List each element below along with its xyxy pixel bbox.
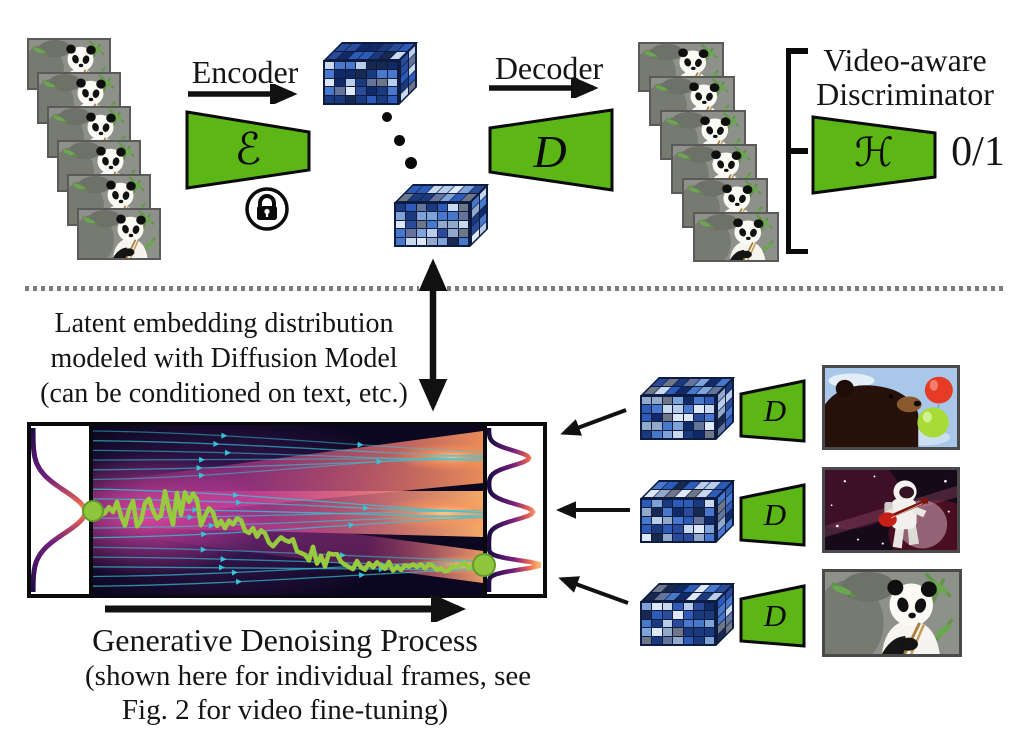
ellipsis-dot: [382, 112, 392, 122]
latent-cube: [323, 42, 418, 105]
sample-image-astronaut-with-guitar: [822, 467, 960, 553]
decoder-block-small-2: [739, 483, 807, 547]
decoder-block-small-3: [739, 584, 807, 648]
ellipsis-dot: [405, 157, 417, 169]
encoder-block: [185, 108, 311, 192]
decoder-block: [488, 108, 614, 192]
lock-icon: [245, 187, 289, 231]
trajectory-start-dot: [82, 500, 104, 522]
sample-arrow-1: [560, 408, 627, 436]
sample-image-bear-with-balloons: [822, 365, 960, 450]
latent-note-line1: Latent embedding distribution: [54, 308, 394, 339]
sample-arrow-3: [558, 576, 629, 605]
denoising-caption-line2: (shown here for individual frames, see: [85, 660, 532, 692]
sample-arrow-2: [556, 501, 630, 519]
denoising-caption-title: Generative Denoising Process: [92, 622, 478, 658]
discriminator-symbol: ℋ: [854, 130, 894, 176]
latent-cube: [394, 184, 489, 247]
decoder-block-small-1: [739, 379, 807, 443]
sample-image-panda-eating-bamboo: [822, 569, 962, 657]
discriminator-block: [811, 113, 937, 197]
decoder-symbol-small-2: D: [763, 497, 787, 532]
latent-note-line3: (can be conditioned on text, etc.): [40, 378, 408, 409]
diffusion-flow-canvas: [93, 422, 483, 598]
dotted-divider: [25, 286, 419, 291]
denoising-caption-line3: Fig. 2 for video fine-tuning): [121, 694, 449, 726]
trajectory-end-dot: [472, 553, 496, 577]
latent-cube: [640, 480, 735, 543]
encoder-arrow: [188, 84, 298, 104]
discriminator-title-line2: Discriminator: [816, 76, 994, 112]
frame-group-bracket: [786, 48, 813, 254]
discriminator-output: 0/1: [951, 129, 1005, 175]
denoising-direction-arrow: [105, 596, 466, 622]
latent-cube: [640, 583, 735, 646]
decoder-symbol: D: [533, 126, 567, 177]
dotted-divider: [447, 286, 1003, 291]
latent-cube: [640, 377, 735, 440]
ellipsis-dot: [394, 135, 405, 146]
encoder-symbol: ℰ: [234, 124, 262, 175]
decoder-symbol-small-1: D: [763, 393, 787, 428]
video-frame: [77, 208, 161, 260]
latent-diffusion-link-arrow: [418, 258, 448, 412]
decoder-arrow: [489, 78, 599, 98]
video-frame: [693, 212, 779, 262]
discriminator-title-line1: Video-aware: [823, 42, 987, 78]
decoder-symbol-small-3: D: [763, 598, 787, 633]
latent-note-line2: modeled with Diffusion Model: [50, 343, 398, 374]
